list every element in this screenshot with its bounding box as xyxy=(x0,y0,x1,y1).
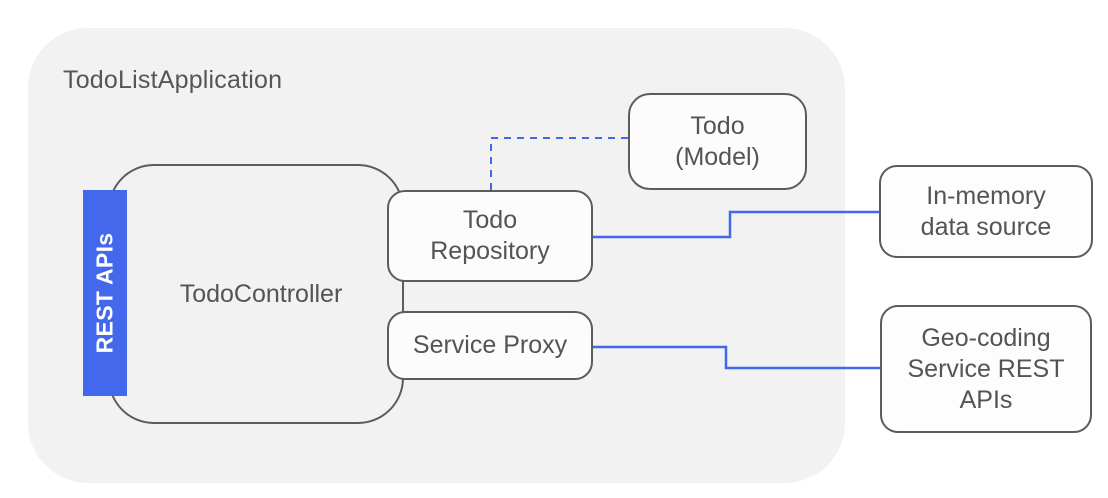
rest-apis-badge: REST APIs xyxy=(83,190,127,396)
container-title: TodoListApplication xyxy=(63,66,283,94)
node-todo-repository: Todo Repository xyxy=(387,190,593,282)
node-geo-coding-service: Geo-coding Service REST APIs xyxy=(880,305,1092,433)
todo-controller-label: TodoController xyxy=(179,279,343,308)
rest-apis-label: REST APIs xyxy=(91,232,118,354)
node-service-proxy: Service Proxy xyxy=(387,311,593,380)
node-todo-model: Todo (Model) xyxy=(628,93,807,190)
node-in-memory-data-source: In-memory data source xyxy=(879,165,1093,258)
node-todo-controller: TodoController xyxy=(108,164,404,424)
